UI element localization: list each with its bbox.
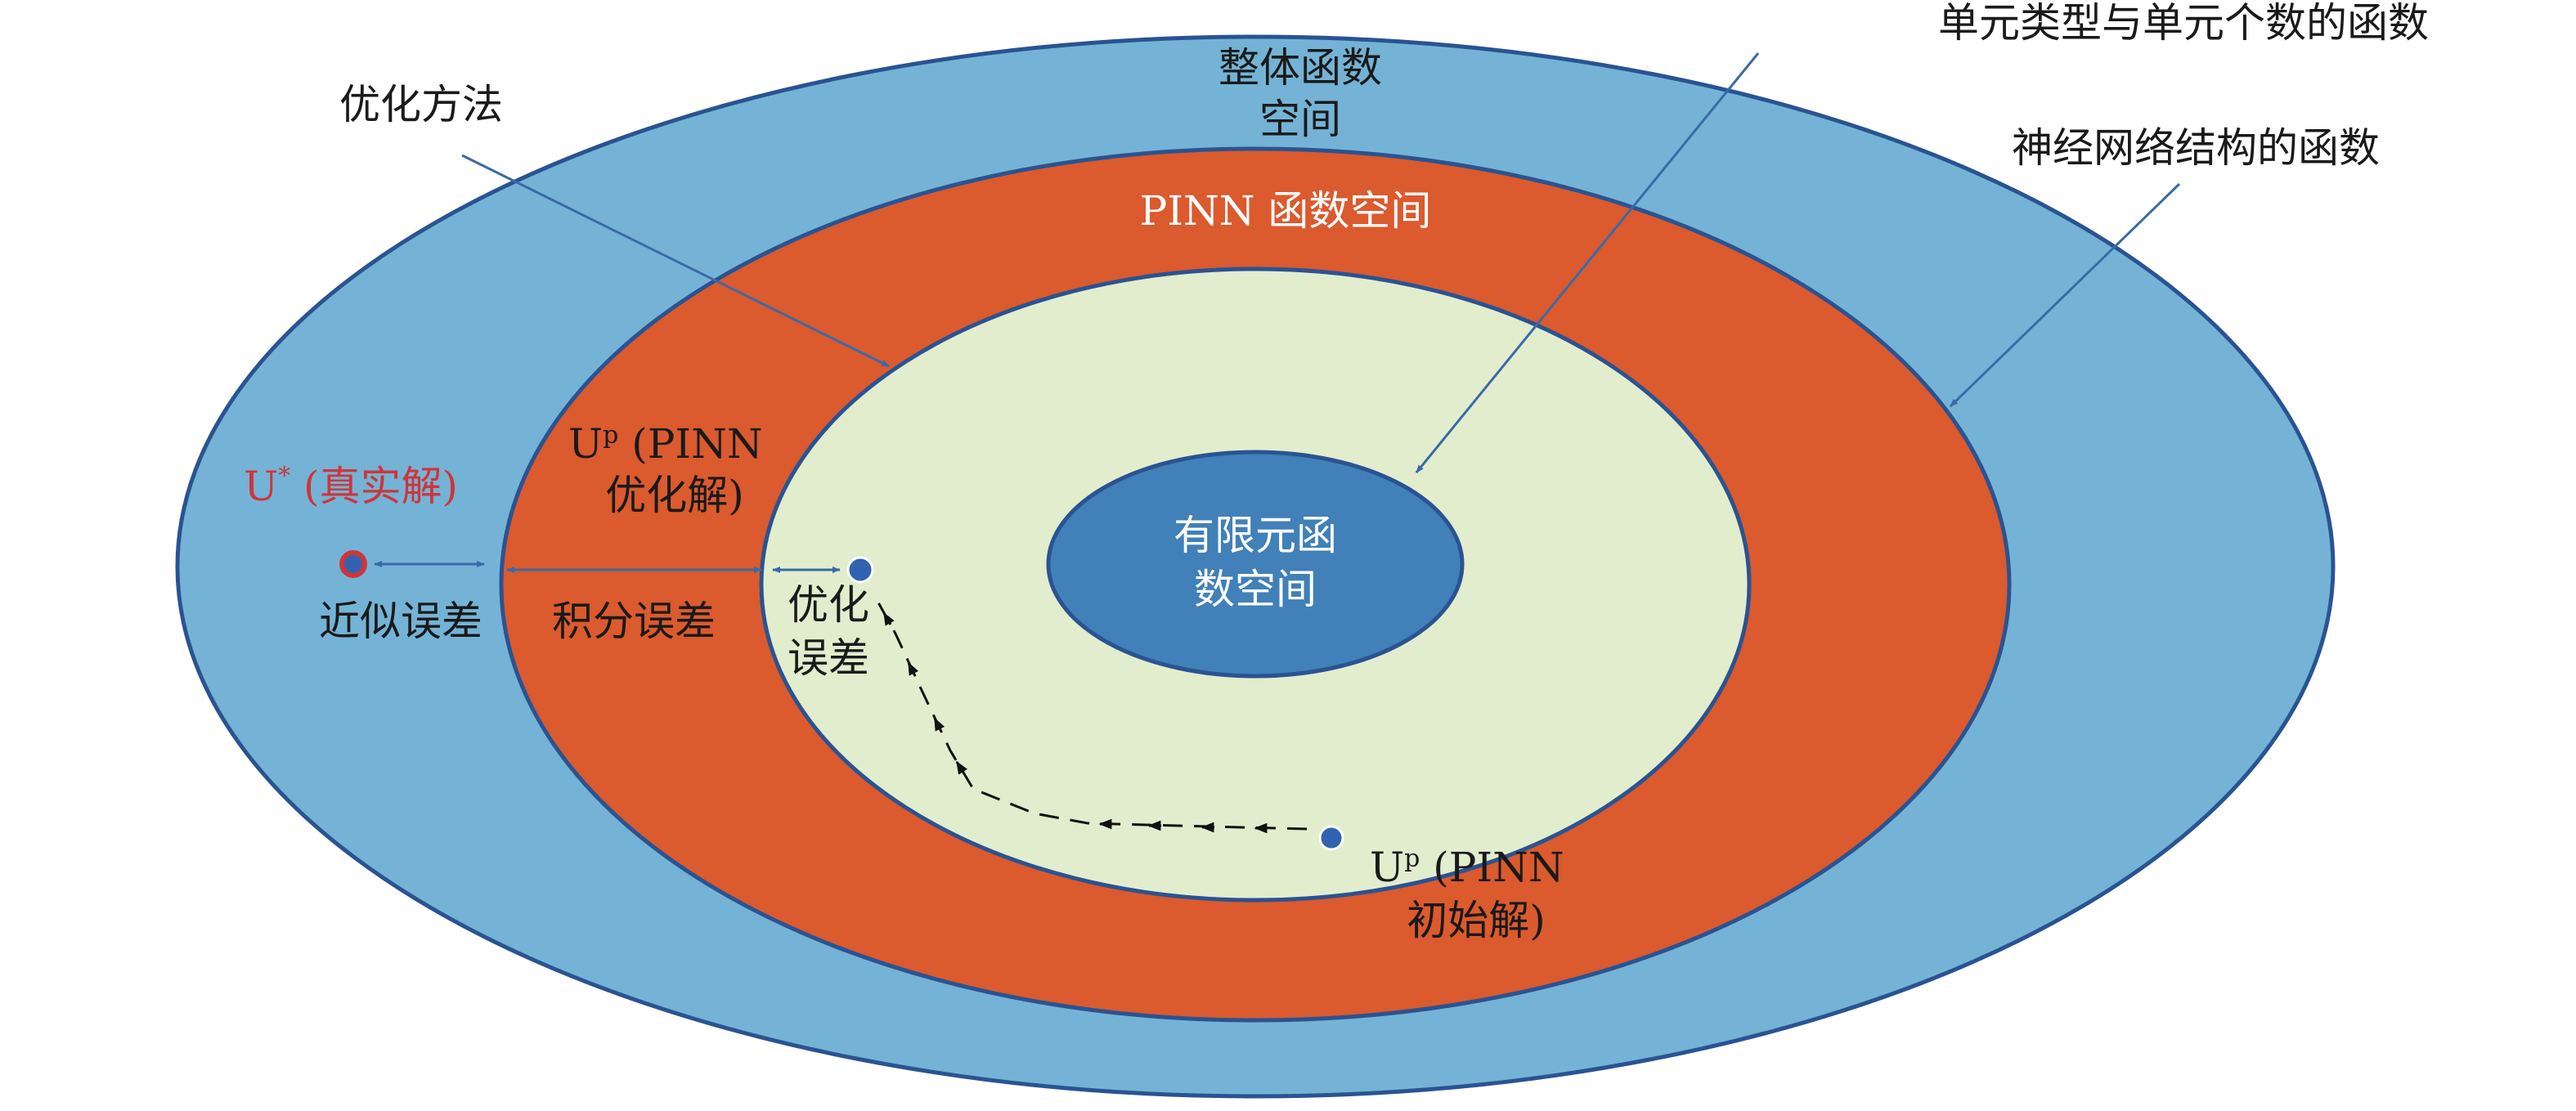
network-function-label: 神经网络结构的函数 (2012, 124, 2380, 172)
pinn-space-label: PINN 函数空间 (1140, 187, 1432, 235)
true-solution-point (339, 550, 367, 578)
overall-space-label-line1: 整体函数 (1218, 44, 1382, 92)
integral-error-label: 积分误差 (552, 598, 716, 645)
pinn-optimized-text: (PINN (618, 420, 762, 468)
true-solution-label: U* (真实解) (244, 462, 458, 510)
overall-space-label-line2: 空间 (1259, 96, 1341, 143)
true-solution-text: (真实解) (290, 463, 458, 510)
optimization-trajectory (873, 594, 1308, 834)
pinn-initial-label-line1: Up (PINN (1370, 844, 1564, 891)
pinn-initial-symbol: U (1370, 844, 1404, 891)
leader-line-network-function (1949, 182, 2181, 408)
pinn-optimized-superscript: p (603, 421, 618, 450)
pinn-initial-solution-point (1318, 825, 1344, 851)
pinn-initial-text: (PINN (1420, 844, 1564, 891)
optimization-method-label: 优化方法 (339, 81, 503, 128)
pinn-optimized-label-line2: 优化解) (605, 472, 744, 519)
approx-error-label: 近似误差 (319, 598, 482, 645)
fem-space-label-line2: 数空间 (1194, 566, 1317, 613)
element-function-label: 单元类型与单元个数的函数 (1938, 0, 2429, 47)
leader-line-optimization-method (461, 154, 890, 368)
true-solution-symbol: U (244, 463, 278, 510)
trajectory-arrowhead (882, 611, 895, 626)
trajectory-arrowhead (907, 661, 919, 676)
trajectory-arrowhead (955, 760, 967, 775)
pinn-optimized-symbol: U (568, 420, 603, 468)
trajectory-path (873, 594, 1308, 831)
trajectory-arrowhead (933, 717, 945, 732)
opt-error-label-line2: 误差 (788, 634, 869, 682)
pinn-initial-label-line2: 初始解) (1407, 897, 1546, 944)
pinn-initial-superscript: p (1404, 844, 1420, 873)
fem-space-label-line1: 有限元函 (1174, 512, 1337, 559)
leader-line-element-function (1415, 52, 1760, 473)
pinn-optimized-solution-point (846, 556, 874, 584)
opt-error-label-line1: 优化 (788, 581, 869, 629)
pinn-optimized-label-line1: Up (PINN (568, 420, 763, 468)
fem-function-space (1046, 450, 1465, 679)
true-solution-superscript: * (278, 462, 290, 491)
